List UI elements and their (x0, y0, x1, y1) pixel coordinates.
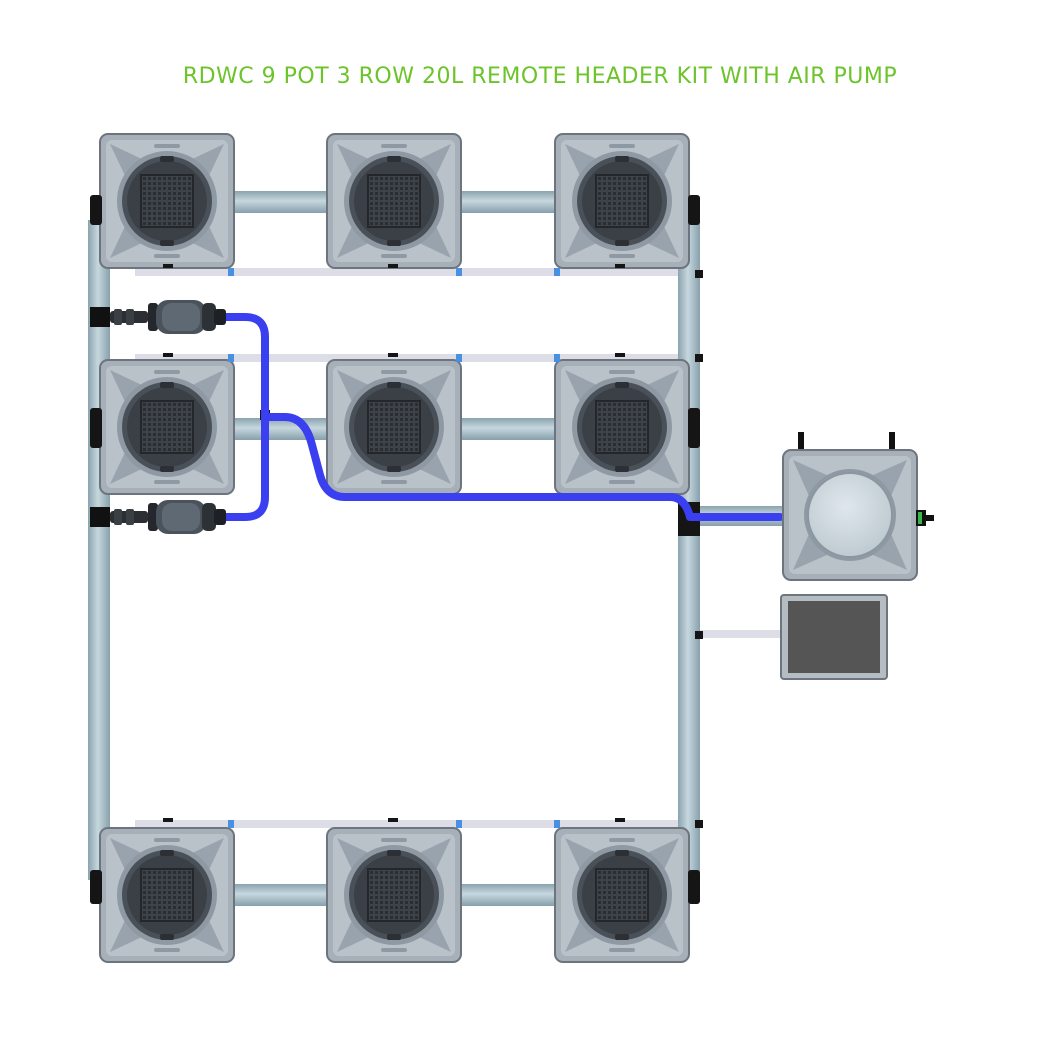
pot-r1-c1 (99, 133, 235, 269)
air-pump-icon (780, 594, 888, 680)
pot-r2-c1 (99, 359, 235, 495)
blue-connectors (228, 268, 560, 828)
pot-r2-c2 (326, 359, 462, 495)
pot-r3-c3 (554, 827, 690, 963)
diagram-title: RDWC 9 POT 3 ROW 20L REMOTE HEADER KIT W… (182, 64, 898, 89)
pot-r2-c3 (554, 359, 690, 495)
air-stone-icon (90, 500, 226, 534)
pots (99, 133, 690, 963)
pot-r1-c2 (326, 133, 462, 269)
air-lines (211, 313, 784, 521)
pot-r1-c3 (554, 133, 690, 269)
pipes (88, 191, 786, 906)
pot-r3-c2 (326, 827, 462, 963)
pot-r3-c1 (99, 827, 235, 963)
header-tank-icon (782, 432, 934, 581)
air-stone-icon (90, 300, 226, 334)
